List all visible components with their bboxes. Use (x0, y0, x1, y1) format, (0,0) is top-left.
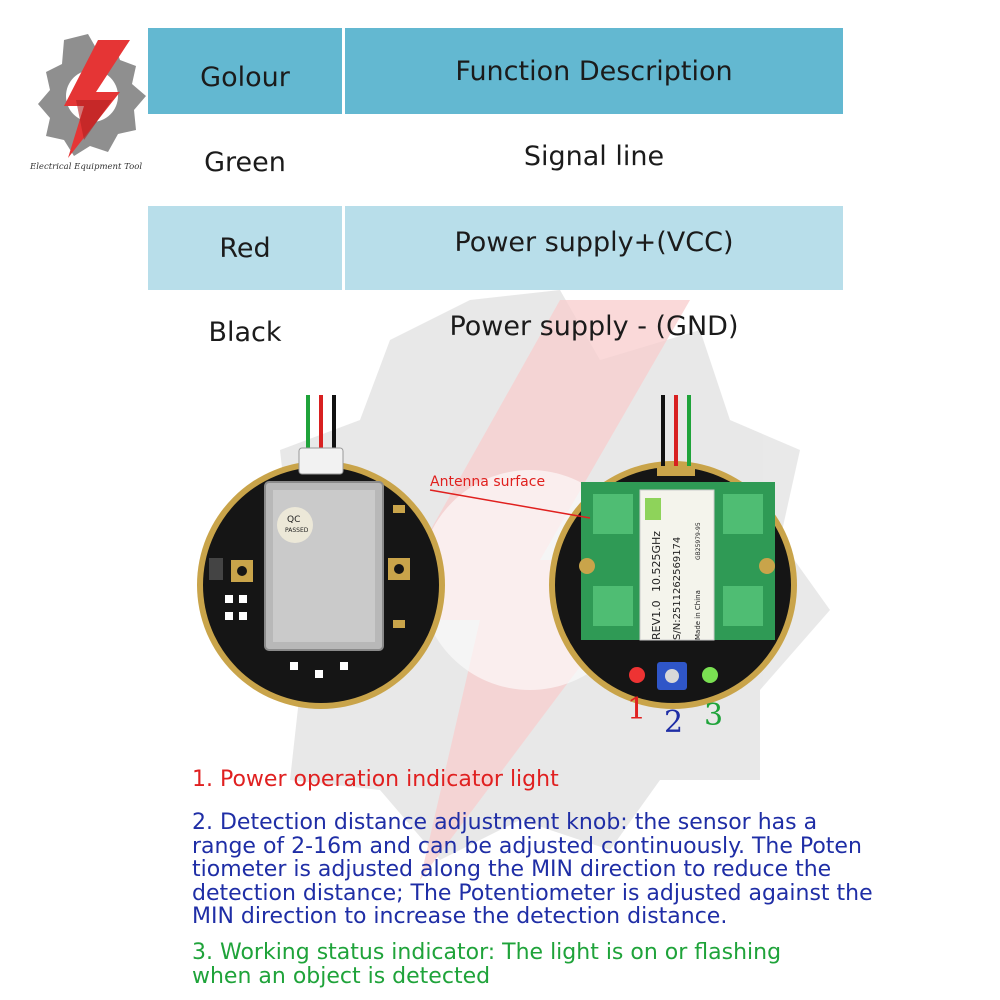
row-colour: Black (208, 316, 282, 348)
logo-caption: Electrical Equipment Tool (30, 162, 143, 172)
antenna-surface-label: Antenna surface (430, 474, 546, 490)
indicator-number-1: 1 (627, 692, 647, 727)
row-colour: Green (204, 146, 286, 178)
row-function: Power supply+(VCC) (454, 226, 734, 258)
header-function: Function Description (455, 55, 733, 87)
note-power-indicator: 1. Power operation indicator light (192, 767, 559, 792)
module-madein: Made in China (694, 590, 702, 640)
right-board: REV1.0 10.525GHz S/N:2511262569174 Made … (549, 395, 797, 709)
qc-text: QC (287, 515, 300, 525)
gear-logo-icon (38, 34, 146, 158)
note-distance-knob: 2. Detection distance adjustment knob: t… (192, 810, 873, 929)
sensor-boards-illustration: QC PASSED REV1. (197, 395, 797, 709)
module-freq: 10.525GHz (650, 531, 663, 592)
left-board: QC PASSED (197, 395, 445, 709)
passed-text: PASSED (285, 527, 309, 534)
module-rev: REV1.0 (650, 600, 663, 640)
note-status-indicator: 3. Working status indicator: The light i… (192, 940, 782, 989)
table-row-band (148, 206, 843, 290)
module-standard: GB25979-95 (695, 522, 702, 560)
row-colour: Red (219, 232, 271, 264)
row-function: Power supply - (GND) (449, 310, 739, 342)
module-serial: S/N:2511262569174 (672, 537, 683, 640)
table-header-band (148, 28, 843, 114)
table-divider (342, 28, 345, 114)
header-colour: Golour (200, 61, 290, 93)
row-function: Signal line (523, 140, 665, 172)
indicator-number-3: 3 (704, 698, 724, 733)
indicator-number-2: 2 (664, 705, 684, 740)
table-divider (342, 206, 345, 290)
antenna-pointer (429, 489, 591, 519)
